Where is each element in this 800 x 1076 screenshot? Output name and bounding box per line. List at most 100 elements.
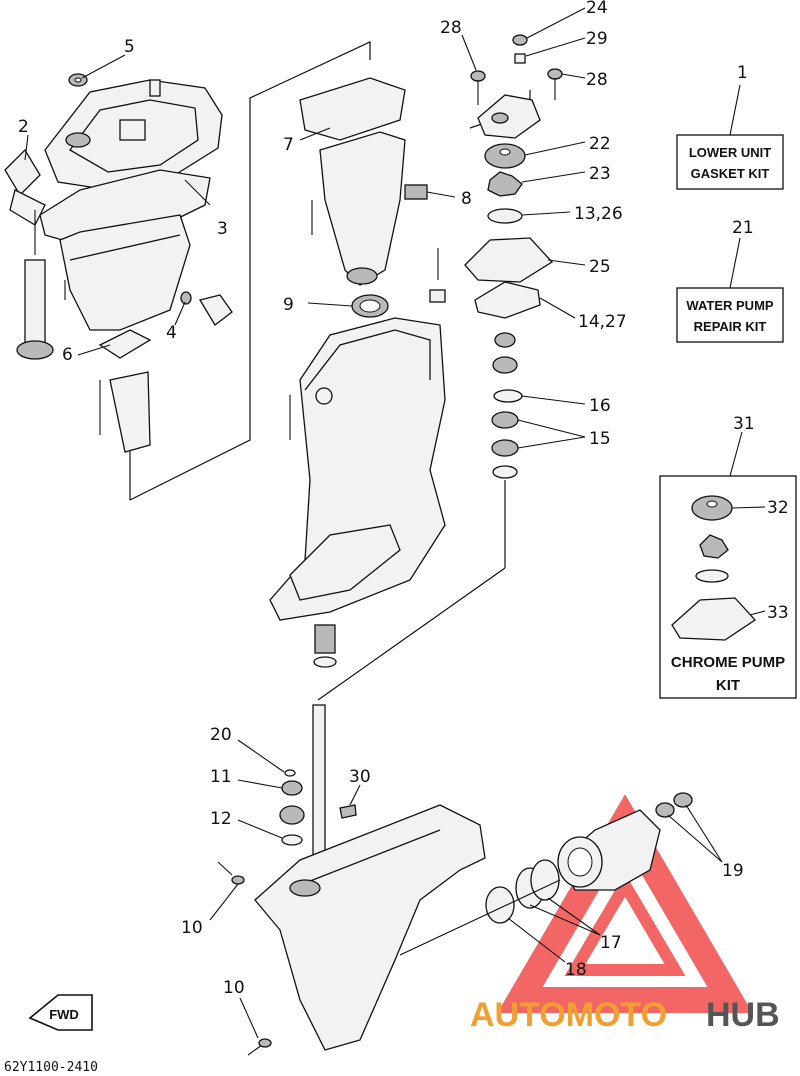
ring-20 [284, 769, 296, 777]
fwd-arrow-icon: FWD [28, 994, 93, 1031]
key-30 [339, 804, 357, 819]
callout-13-26: 13,26 [574, 204, 623, 224]
callout-22: 22 [589, 134, 611, 154]
bracket-2 [4, 148, 54, 360]
collar [492, 332, 518, 374]
propshaft-axis-line [399, 879, 561, 956]
exhaust-pipe [109, 371, 151, 453]
propeller-shaft-housing [557, 809, 661, 891]
watermark-text-part2: HUB [706, 996, 780, 1034]
gasket-14-27 [474, 281, 541, 319]
callout-28a: 28 [440, 18, 462, 38]
callout-32: 32 [767, 498, 789, 518]
callout-31: 31 [733, 414, 755, 434]
exhaust-guide-housing [59, 214, 191, 331]
callout-30: 30 [349, 767, 371, 787]
callout-2: 2 [18, 117, 29, 137]
callout-9: 9 [283, 295, 294, 315]
gasket-3 [39, 169, 211, 246]
callout-1: 1 [737, 63, 748, 83]
chrome-insert-32 [691, 495, 733, 521]
oil-pan [319, 131, 406, 286]
shaft-group-line [317, 567, 506, 701]
watermark-triangle-icon [497, 794, 753, 1013]
diagram-code: 62Y1100-2410 [4, 1060, 98, 1075]
callout-20: 20 [210, 725, 232, 745]
oil-seals-19 [655, 792, 693, 818]
water-pump-repair-kit-box: WATER PUMP REPAIR KIT [676, 287, 784, 343]
insert-cartridge-22 [484, 143, 526, 169]
bolt-28b [547, 68, 563, 100]
water-pump-housing [477, 94, 541, 139]
callout-12: 12 [210, 809, 232, 829]
seal-9 [351, 294, 389, 318]
lower-casing [254, 804, 486, 1051]
grommet-24 [512, 34, 528, 46]
drain-screw-10a [217, 861, 245, 885]
lower-unit-gasket-kit-box: LOWER UNIT GASKET KIT [676, 134, 784, 190]
watermark: AUTOMOTO HUB [470, 794, 780, 1034]
callout-4: 4 [166, 323, 177, 343]
callout-17: 17 [600, 933, 622, 953]
washer [492, 465, 518, 479]
callout-25: 25 [589, 257, 611, 277]
chrome-plate-33 [671, 597, 756, 641]
gasket-13-26 [487, 208, 523, 224]
driveshaft-bushing [313, 624, 337, 668]
clip-8 [404, 184, 428, 200]
chrome-gasket [695, 569, 729, 583]
callout-5: 5 [124, 37, 135, 57]
bolt-28a [470, 70, 486, 105]
pinion-11 [281, 780, 303, 796]
gasket-kit-line2: GASKET KIT [691, 166, 770, 181]
callout-33: 33 [767, 603, 789, 623]
upper-plate [44, 79, 223, 191]
callout-21: 21 [732, 218, 754, 238]
callout-11: 11 [210, 767, 232, 787]
fwd-label: FWD [49, 1007, 79, 1022]
callout-23: 23 [589, 164, 611, 184]
callout-10b: 10 [223, 978, 245, 998]
chrome-impeller [699, 534, 729, 559]
plug-4 [180, 291, 233, 326]
upper-casing [269, 317, 446, 621]
leader-lines [24, 7, 766, 1039]
impeller-23 [487, 171, 523, 197]
callout-8: 8 [461, 189, 472, 209]
callout-15: 15 [589, 429, 611, 449]
callout-24: 24 [586, 0, 608, 18]
callout-10a: 10 [181, 918, 203, 938]
callout-29: 29 [586, 29, 608, 49]
callout-18: 18 [565, 960, 587, 980]
oil-seals-15 [491, 411, 519, 457]
o-ring-16 [493, 389, 523, 403]
drain-screw-10b [247, 1038, 272, 1056]
o-ring-18 [485, 886, 515, 924]
watermark-text-part1: AUTOMOTO [470, 996, 667, 1034]
gasket-6 [98, 329, 152, 359]
callout-6: 6 [62, 345, 73, 365]
gasket-kit-line1: LOWER UNIT [689, 145, 771, 160]
callout-14-27: 14,27 [578, 312, 627, 332]
chrome-kit-line2: KIT [716, 677, 740, 694]
grommet-29 [514, 53, 526, 64]
callout-3: 3 [217, 219, 228, 239]
gasket-7 [299, 77, 406, 141]
callout-16: 16 [589, 396, 611, 416]
group-outline-upper [129, 41, 371, 501]
callout-19: 19 [722, 861, 744, 881]
bolt-pump-side [429, 248, 446, 303]
callout-28b: 28 [586, 70, 608, 90]
chrome-pump-kit-box: CHROME PUMP KIT [659, 475, 797, 699]
water-pump-kit-line1: WATER PUMP [686, 298, 773, 313]
callout-labels: 1 2 3 4 5 6 7 8 9 10 10 11 12 13,26 14,2… [18, 0, 789, 998]
bearing-12 [279, 805, 305, 846]
chrome-kit-line1: CHROME PUMP [671, 654, 785, 671]
washer-5 [68, 73, 88, 87]
bolts-left [34, 210, 101, 435]
outer-plate-25 [464, 237, 554, 283]
callout-7: 7 [283, 135, 294, 155]
water-pump-kit-line2: REPAIR KIT [694, 319, 767, 334]
